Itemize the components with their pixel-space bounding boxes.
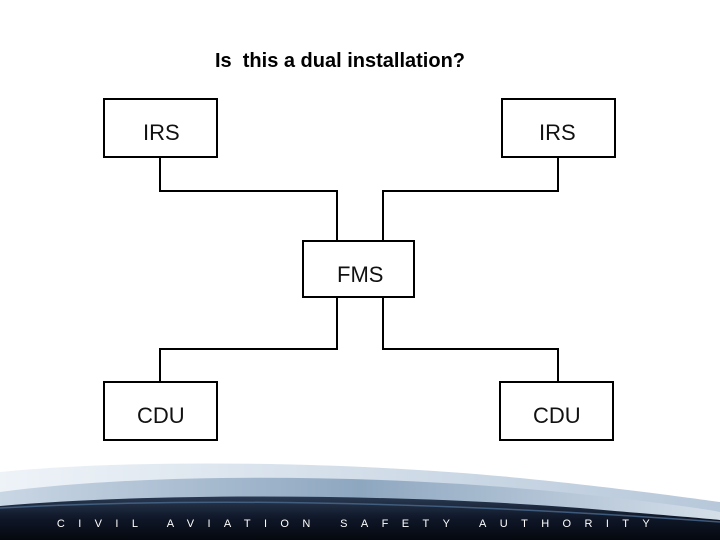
cdu-right-box: CDU	[499, 381, 614, 441]
irs-left-box: IRS	[103, 98, 218, 158]
fms-label: FMS	[337, 262, 384, 287]
cdu-left-box: CDU	[103, 381, 218, 441]
connector-irs-right-to-fms	[382, 158, 559, 240]
footer-swoosh-mid	[0, 477, 720, 528]
footer-band	[0, 463, 720, 540]
footer-swoosh-light	[0, 463, 720, 518]
cdu-right-label: CDU	[533, 403, 581, 428]
cdu-left-label: CDU	[137, 403, 185, 428]
irs-right-label: IRS	[539, 120, 576, 145]
footer-organization-name: CIVIL AVIATION SAFETY AUTHORITY	[56, 518, 664, 530]
irs-right-box: IRS	[501, 98, 616, 158]
connector-fms-to-cdu-right	[382, 298, 559, 381]
irs-left-label: IRS	[143, 120, 180, 145]
fms-box: FMS	[302, 240, 415, 298]
connector-irs-left-to-fms	[159, 158, 338, 240]
footer-dark-band	[0, 496, 720, 540]
diagram-title: Is this a dual installation?	[214, 50, 466, 72]
connector-fms-to-cdu-left	[159, 298, 338, 381]
